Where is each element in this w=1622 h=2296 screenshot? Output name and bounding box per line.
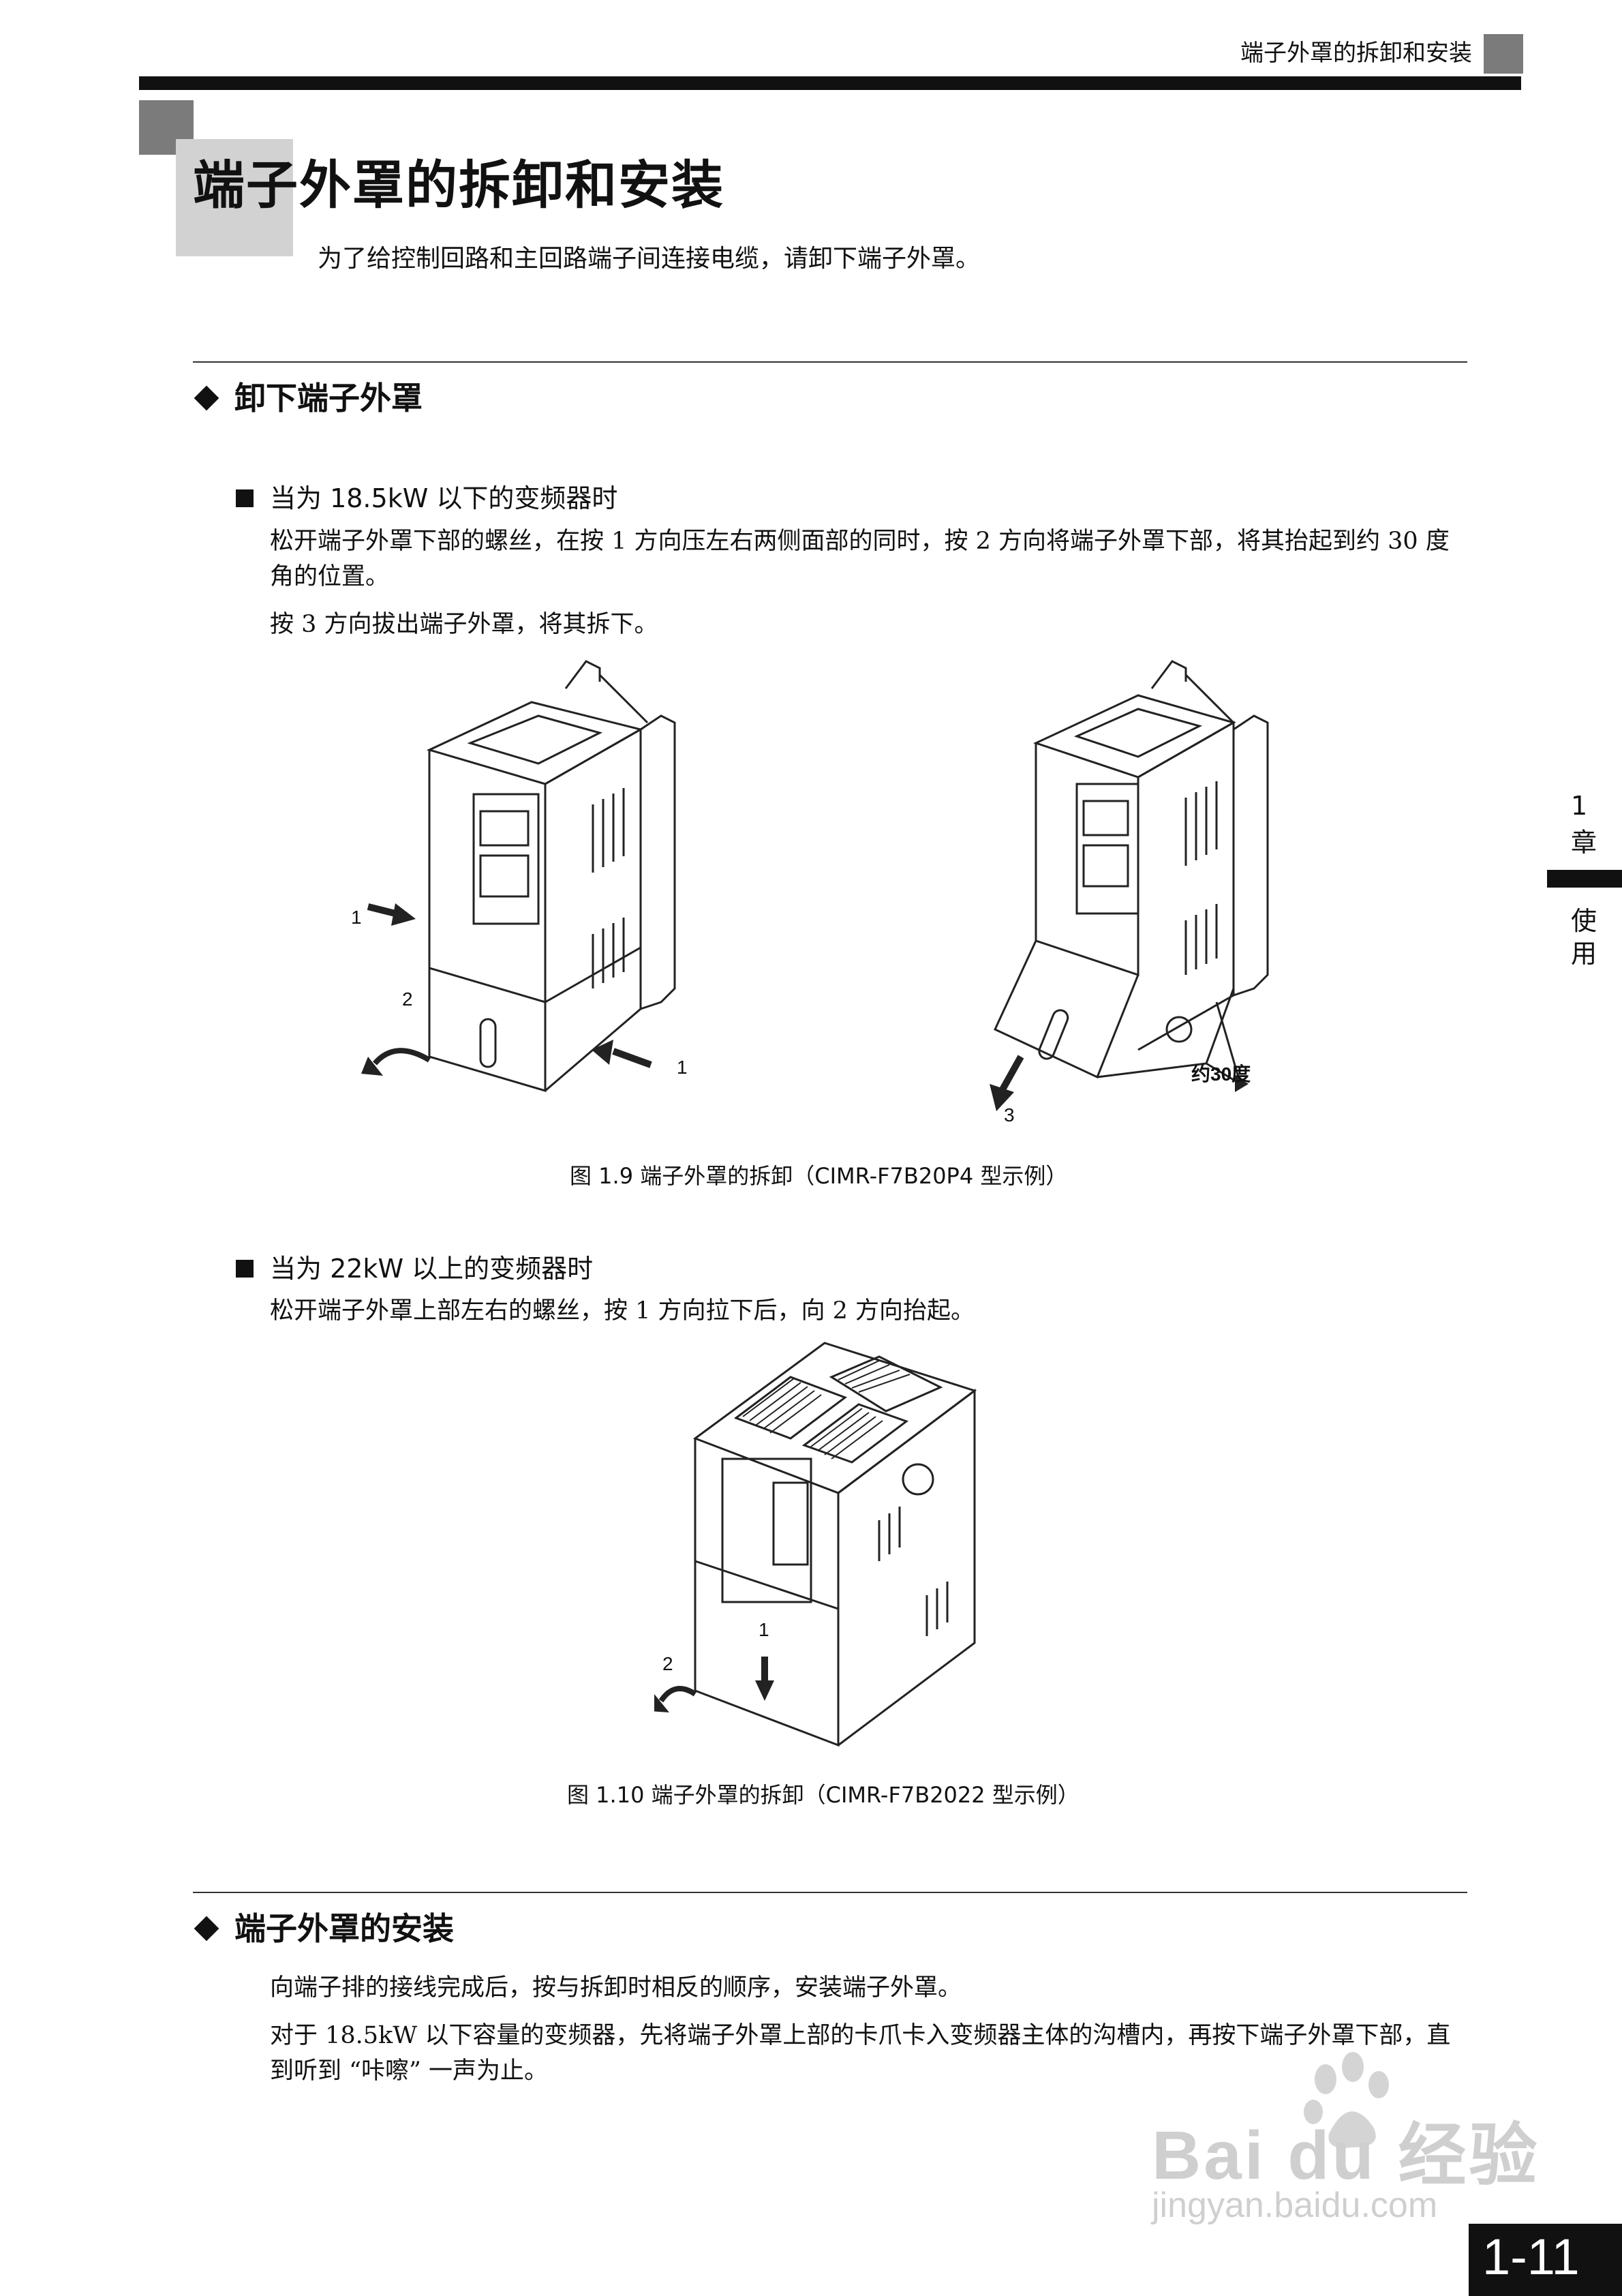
- angle-label: 约30度: [1191, 1063, 1251, 1085]
- figure-label-2: 2: [662, 1653, 673, 1674]
- running-header-title: 端子外罩的拆卸和安装: [1240, 40, 1472, 67]
- header-marker: [1484, 34, 1523, 74]
- intro-text: 为了给控制回路和主回路端子间连接电缆，请卸下端子外罩。: [318, 245, 981, 273]
- diamond-bullet-icon: [194, 1916, 219, 1941]
- figure-1-10-caption: 图 1.10 端子外罩的拆卸（CIMR-F7B2022 型示例）: [567, 1782, 1080, 1808]
- watermark-url: jingyan.baidu.com: [1152, 2186, 1438, 2225]
- title-marker-light: [176, 139, 293, 256]
- figure-label-1: 1: [677, 1057, 688, 1078]
- section-heading-install: 端子外罩的安装: [194, 1904, 454, 1949]
- diamond-bullet-icon: [194, 385, 219, 410]
- chapter-tab-bar: [1547, 870, 1622, 888]
- page-title: 端子外罩的拆卸和安装: [193, 155, 724, 215]
- figure-1-9-right-illustration: [990, 660, 1269, 1111]
- figure-label-3: 3: [1004, 1104, 1015, 1126]
- page-number: 1-11: [1482, 2229, 1580, 2285]
- figure-1-9-left-illustration: [361, 660, 676, 1093]
- figure-1-10-illustration: [654, 1342, 977, 1747]
- header-rule: [139, 76, 1521, 90]
- watermark-brand: Bai du 经验: [1152, 2117, 1540, 2194]
- page-number-box: [1469, 2224, 1622, 2296]
- subheading-large-inverter: 当为 22kW 以上的变频器时: [236, 1248, 593, 1285]
- subheading-small-inverter: 当为 18.5kW 以下的变频器时: [236, 477, 617, 515]
- chapter-label-2: 用: [1571, 939, 1597, 969]
- square-bullet-icon: [236, 489, 254, 507]
- baidu-paw-icon: [1304, 2052, 1389, 2148]
- chapter-number: 1: [1571, 791, 1588, 821]
- figure-1-9-caption: 图 1.9 端子外罩的拆卸（CIMR-F7B20P4 型示例）: [570, 1163, 1068, 1189]
- figure-label-2: 2: [402, 988, 413, 1010]
- chapter-char: 章: [1571, 828, 1597, 858]
- paragraph: 松开端子外罩下部的螺丝，在按 1 方向压左右两侧面部的同时，按 2 方向将端子外…: [270, 528, 1450, 590]
- figure-label-1: 1: [351, 907, 362, 928]
- figure-label-1: 1: [759, 1619, 769, 1640]
- square-bullet-icon: [236, 1259, 254, 1278]
- chapter-label-1: 使: [1571, 906, 1597, 936]
- paragraph: 向端子排的接线完成后，按与拆卸时相反的顺序，安装端子外罩。: [270, 1974, 962, 2002]
- section-rule: [193, 361, 1467, 363]
- paragraph: 松开端子外罩上部左右的螺丝，按 1 方向拉下后，向 2 方向抬起。: [270, 1297, 975, 1325]
- section-heading-remove: 卸下端子外罩: [194, 374, 423, 419]
- paragraph: 按 3 方向拔出端子外罩，将其拆下。: [270, 611, 658, 638]
- paragraph: 对于 18.5kW 以下容量的变频器，先将端子外罩上部的卡爪卡入变频器主体的沟槽…: [270, 2022, 1451, 2085]
- section-rule: [193, 1892, 1467, 1893]
